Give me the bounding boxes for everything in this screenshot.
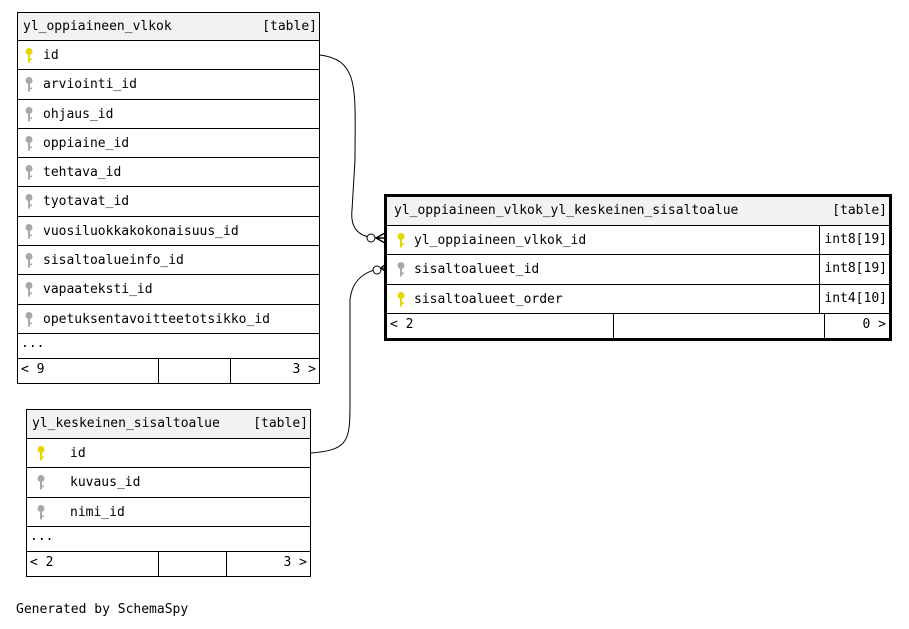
column-name: arviointi_id — [43, 77, 137, 93]
children-count[interactable]: 0 > — [862, 316, 886, 332]
table-kind: [table] — [832, 203, 887, 218]
foreign-key-icon — [36, 474, 46, 490]
table-header: yl_keskeinen_sisaltoalue [table] — [27, 410, 310, 439]
generated-by-credit: Generated by SchemaSpy — [16, 602, 189, 617]
footer-spacer — [159, 358, 231, 383]
foreign-key-icon — [24, 164, 34, 180]
column-type: int4[10] — [819, 284, 889, 313]
parents-count[interactable]: < 2 — [387, 313, 614, 338]
table-footer: < 9 3 > — [18, 358, 319, 383]
more-columns-row: ... — [27, 527, 310, 552]
column-row[interactable]: vapaateksti_id — [18, 275, 319, 305]
footer-spacer — [614, 313, 825, 338]
column-name: oppiaine_id — [43, 135, 130, 151]
table-footer: < 2 3 > — [27, 551, 310, 576]
foreign-key-icon — [24, 135, 34, 151]
column-type: int8[19] — [819, 255, 889, 284]
table-header: yl_oppiaineen_vlkok_yl_keskeinen_sisalto… — [387, 197, 889, 226]
foreign-key-icon — [24, 106, 34, 122]
column-name: sisaltoalueet_id — [414, 262, 540, 278]
foreign-key-icon — [24, 281, 34, 297]
more-columns-indicator: ... — [30, 528, 54, 544]
relationship-line-vlkok — [319, 54, 381, 239]
column-row[interactable]: tehtava_id — [18, 158, 319, 188]
more-columns-indicator: ... — [21, 335, 45, 351]
column-row[interactable]: sisaltoalueet_id int8[19] — [387, 255, 889, 285]
primary-key-icon — [36, 445, 46, 461]
more-columns-row: ... — [18, 334, 319, 359]
column-name: yl_oppiaineen_vlkok_id — [414, 233, 587, 248]
column-name: id — [43, 48, 59, 63]
relationship-line-sisaltoalue — [310, 267, 386, 454]
foreign-key-icon — [24, 76, 34, 92]
column-row[interactable]: sisaltoalueinfo_id — [18, 246, 319, 276]
table-kind: [table] — [262, 19, 317, 34]
column-row[interactable]: arviointi_id — [18, 70, 319, 100]
column-row[interactable]: yl_oppiaineen_vlkok_id int8[19] — [387, 226, 889, 256]
column-row[interactable]: id — [27, 439, 310, 469]
column-name: sisaltoalueinfo_id — [43, 253, 184, 269]
table-yl-oppiaineen-vlkok[interactable]: yl_oppiaineen_vlkok [table] id arviointi… — [17, 12, 320, 384]
table-yl-oppiaineen-vlkok-yl-keskeinen-sisaltoalue[interactable]: yl_oppiaineen_vlkok_yl_keskeinen_sisalto… — [384, 194, 892, 341]
foreign-key-icon — [24, 193, 34, 209]
primary-key-icon — [24, 47, 34, 63]
table-footer: < 2 0 > — [387, 313, 889, 338]
column-name: opetuksentavoitteetotsikko_id — [43, 311, 270, 327]
column-row[interactable]: nimi_id — [27, 498, 310, 527]
column-name: vapaateksti_id — [43, 282, 153, 298]
foreign-key-icon — [24, 223, 34, 239]
table-name[interactable]: yl_oppiaineen_vlkok_yl_keskeinen_sisalto… — [394, 203, 739, 218]
children-count[interactable]: 3 > — [283, 554, 307, 570]
foreign-key-icon — [396, 261, 406, 277]
column-name: tehtava_id — [43, 165, 122, 181]
parents-count[interactable]: < 9 — [18, 358, 159, 383]
column-row[interactable]: opetuksentavoitteetotsikko_id — [18, 305, 319, 334]
column-name: sisaltoalueet_order — [414, 291, 563, 307]
table-name[interactable]: yl_keskeinen_sisaltoalue — [32, 416, 220, 431]
column-row[interactable]: id — [18, 41, 319, 71]
column-row[interactable]: tyotavat_id — [18, 187, 319, 217]
column-name: vuosiluokkakokonaisuus_id — [43, 223, 239, 239]
foreign-key-icon — [24, 252, 34, 268]
primary-key-icon — [396, 232, 406, 248]
foreign-key-icon — [36, 504, 46, 520]
table-kind: [table] — [253, 416, 308, 431]
primary-key-icon — [396, 291, 406, 307]
foreign-key-icon — [24, 311, 34, 327]
table-name[interactable]: yl_oppiaineen_vlkok — [23, 19, 172, 34]
column-name: kuvaus_id — [70, 475, 141, 491]
column-name: id — [70, 446, 86, 461]
column-row[interactable]: oppiaine_id — [18, 129, 319, 159]
column-name: ohjaus_id — [43, 106, 114, 122]
relationship-crowfoot-vlkok — [375, 232, 386, 244]
relationship-zero-marker-vlkok — [366, 233, 376, 243]
table-yl-keskeinen-sisaltoalue[interactable]: yl_keskeinen_sisaltoalue [table] id kuva… — [26, 409, 311, 577]
table-header: yl_oppiaineen_vlkok [table] — [18, 13, 319, 41]
column-name: tyotavat_id — [43, 194, 130, 210]
column-type: int8[19] — [819, 226, 889, 255]
column-row[interactable]: vuosiluokkakokonaisuus_id — [18, 217, 319, 247]
relationship-zero-marker-sisaltoalue — [372, 265, 382, 275]
footer-spacer — [159, 551, 227, 576]
column-row[interactable]: kuvaus_id — [27, 468, 310, 498]
column-row[interactable]: ohjaus_id — [18, 100, 319, 129]
column-row[interactable]: sisaltoalueet_order int4[10] — [387, 284, 889, 314]
children-count[interactable]: 3 > — [292, 361, 316, 377]
parents-count[interactable]: < 2 — [27, 551, 159, 576]
column-name: nimi_id — [70, 504, 125, 520]
